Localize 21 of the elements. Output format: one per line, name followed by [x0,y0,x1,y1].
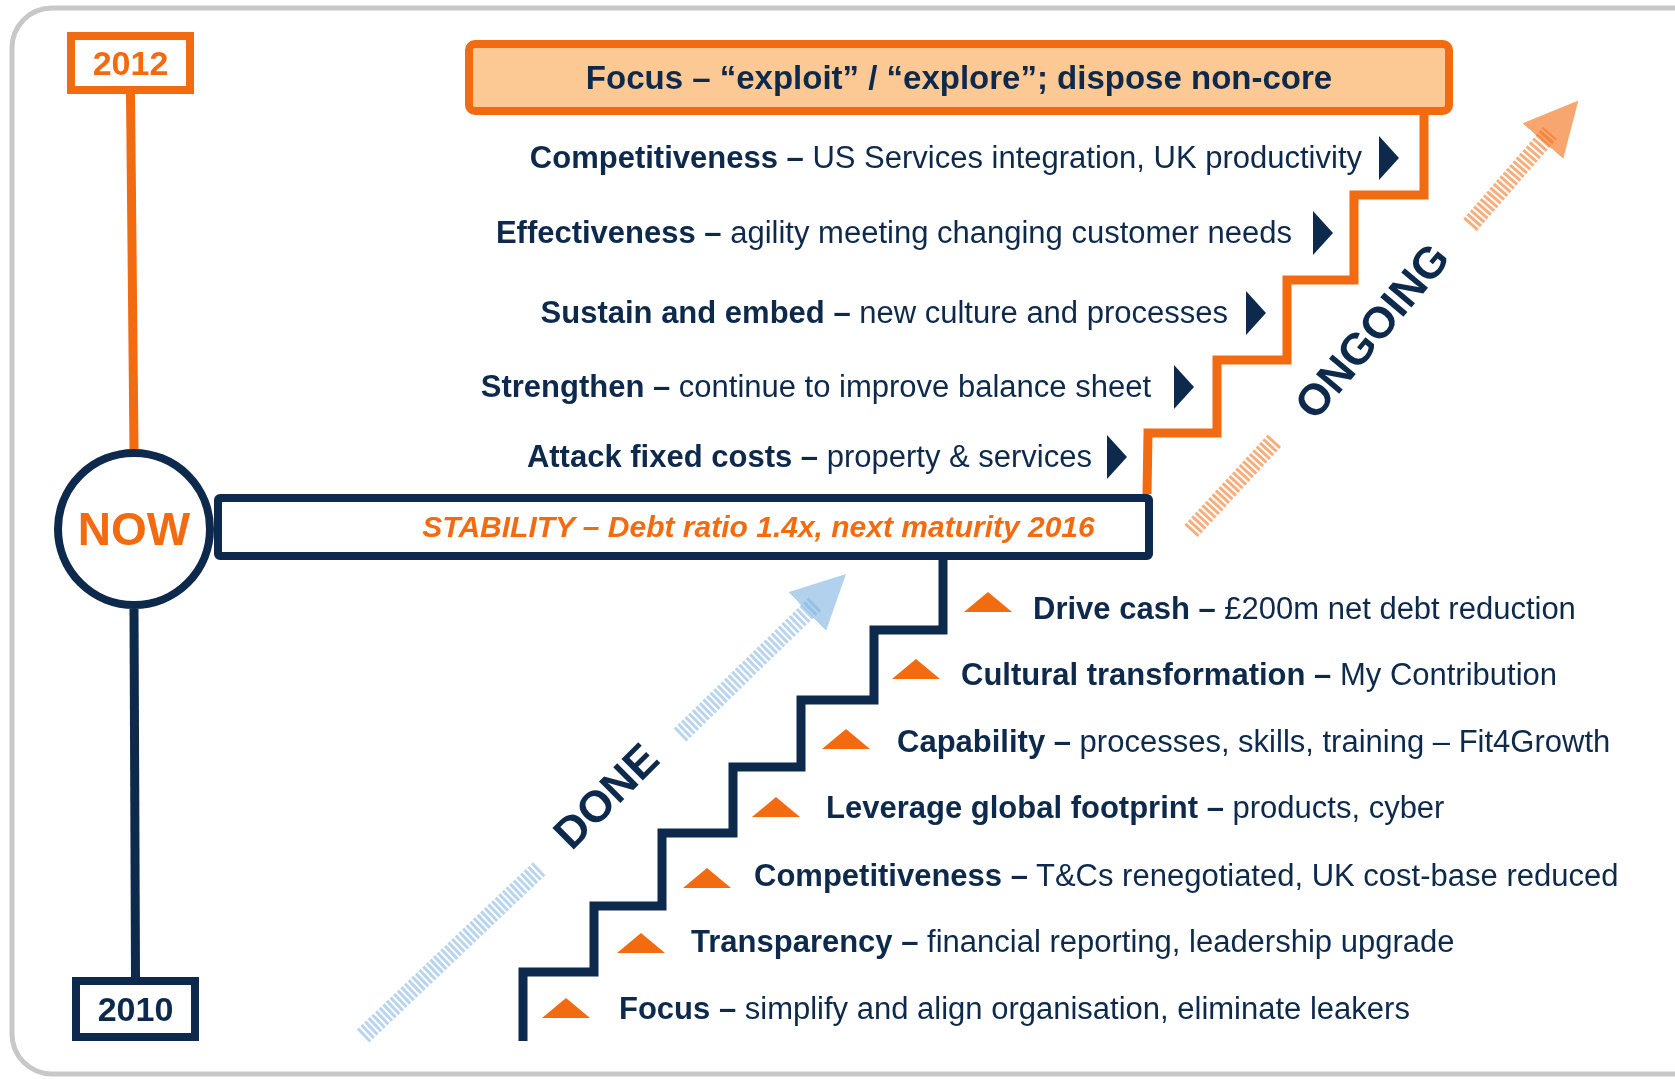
step-text: Attack fixed costs – property & services [526,438,1092,476]
now-circle: NOW [54,449,214,609]
stability-bar: STABILITY – Debt ratio 1.4x, next maturity 2016 [214,494,1153,560]
step-text: Sustain and embed – new culture and processes [540,294,1228,332]
year-box: 2012 [67,32,194,94]
step-text: Focus – simplify and align organisation, eliminate leakers [619,990,1410,1028]
step-text: Capability – processes, skills, training – Fit4Growth [897,723,1611,761]
step-text: Leverage global footprint – products, cyber [826,789,1445,827]
year-box: 2010 [72,977,199,1041]
step-text: Strengthen – continue to improve balance sheet [480,368,1151,406]
timeline-line [126,93,139,450]
step-text: Effectiveness – agility meeting changing customer needs [495,214,1292,252]
timeline-line [129,608,140,978]
step-text: Drive cash – £200m net debt reduction [1033,590,1576,628]
step-text: Transparency – financial reporting, leadership upgrade [691,923,1455,961]
staircase-line [1142,115,1429,495]
focus-banner: Focus – “exploit” / “explore”; dispose non-core [465,40,1453,115]
step-text: Competitiveness – US Services integration, UK productivity [529,139,1362,177]
step-text: Competitiveness – T&Cs renegotiated, UK cost-base reduced [754,857,1619,895]
staircase-line [518,560,948,1041]
step-text: Cultural transformation – My Contribution [961,656,1558,694]
